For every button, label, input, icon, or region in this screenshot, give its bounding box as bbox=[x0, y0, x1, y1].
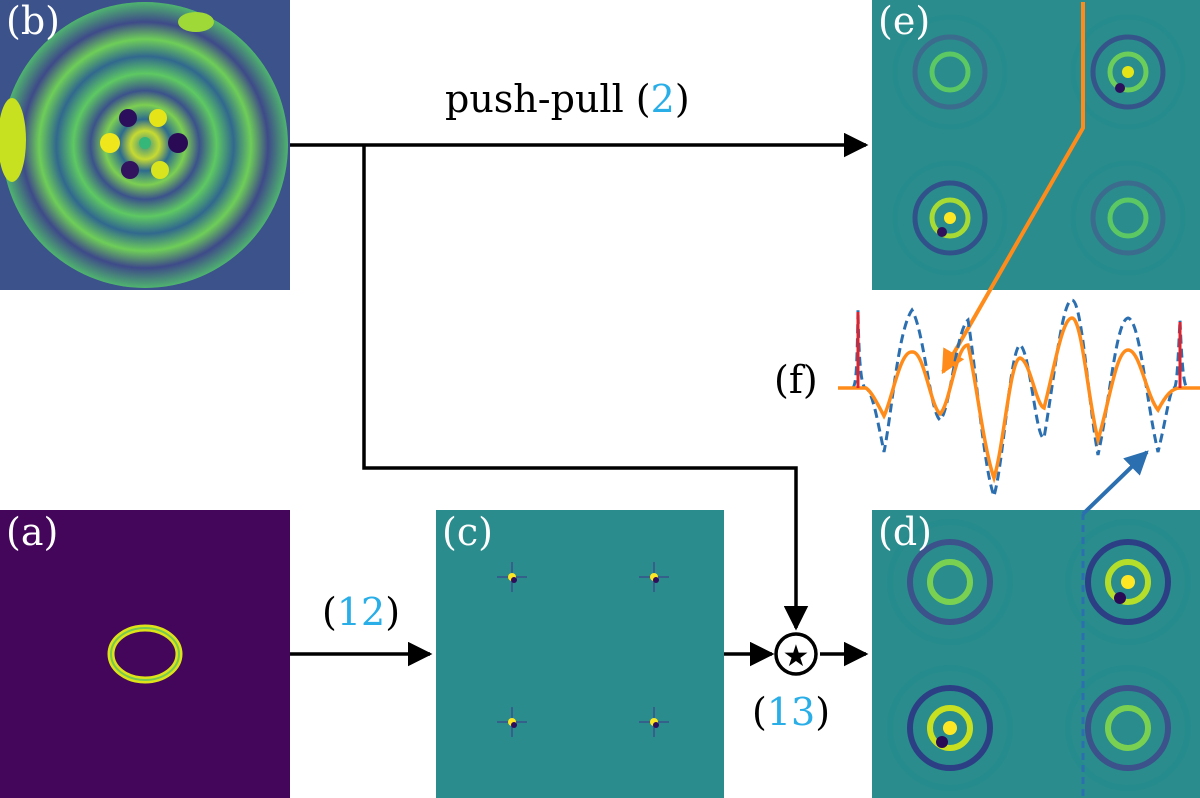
connector-lines bbox=[290, 132, 869, 667]
quadrant-patterns-d bbox=[887, 519, 1191, 791]
blue-dashed-profile bbox=[838, 298, 1200, 501]
bright-edge-top bbox=[178, 12, 214, 32]
panel-c-label: (c) bbox=[442, 510, 493, 554]
panel-d-background bbox=[872, 510, 1200, 798]
panel-d: (d) bbox=[872, 450, 1200, 798]
star-icon: ★ bbox=[783, 639, 810, 674]
arrow-b-to-convolution bbox=[362, 145, 809, 631]
orange-profile-cut bbox=[941, 2, 1085, 375]
quadrant-centers-e bbox=[937, 66, 1134, 237]
convolution-operator: ★ bbox=[774, 632, 818, 676]
panel-c-background bbox=[436, 510, 724, 798]
panel-a-background bbox=[0, 510, 290, 798]
blue-profile-arrow bbox=[1081, 450, 1149, 516]
eq12-label: (12) bbox=[322, 590, 400, 634]
panel-c: (c) bbox=[436, 510, 724, 798]
panel-a: (a) bbox=[0, 510, 290, 798]
panel-e: (e) bbox=[872, 0, 1200, 375]
quadrant-centers-d bbox=[936, 575, 1135, 748]
convolution-circle bbox=[774, 632, 818, 676]
push-pull-label: push-pull (2) bbox=[445, 77, 690, 121]
point-spots bbox=[497, 562, 669, 737]
panel-f: (f) bbox=[774, 298, 1200, 501]
center-spots bbox=[100, 109, 188, 179]
eq13-label: (13) bbox=[752, 690, 830, 734]
panel-f-label: (f) bbox=[774, 358, 818, 402]
bright-edge-left bbox=[0, 98, 26, 182]
orange-solid-profile bbox=[838, 316, 1200, 484]
panel-a-label: (a) bbox=[6, 510, 58, 554]
panel-b-label: (b) bbox=[6, 0, 60, 43]
panel-d-label: (d) bbox=[878, 510, 932, 554]
panel-b: (b) bbox=[0, 0, 290, 290]
panel-e-label: (e) bbox=[878, 0, 930, 43]
quadrant-patterns-e bbox=[892, 14, 1186, 276]
